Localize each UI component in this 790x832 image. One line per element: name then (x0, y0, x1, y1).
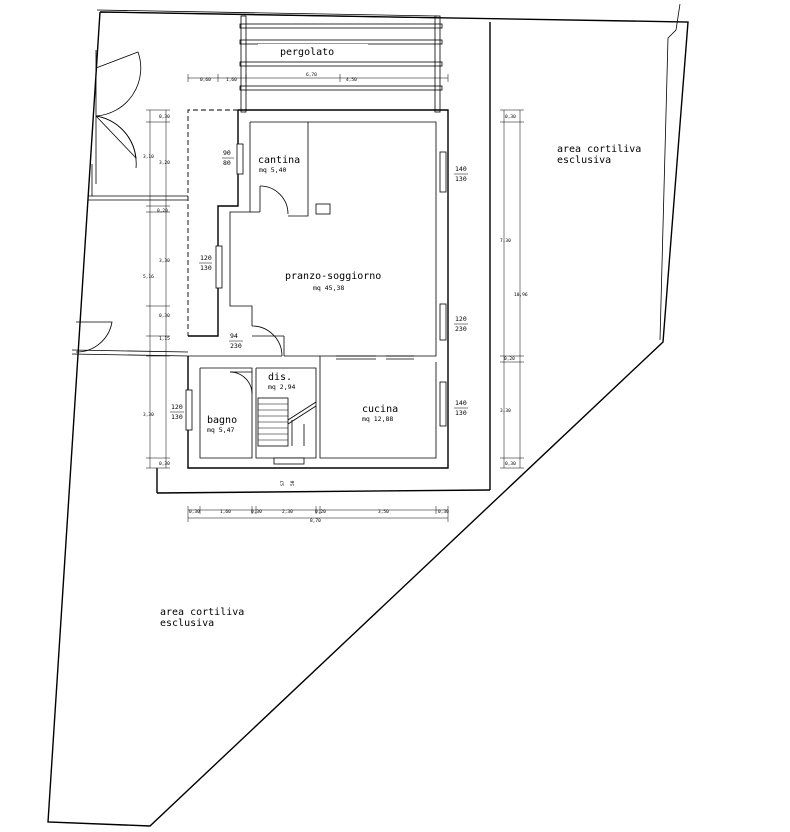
win-6-w: 140 (455, 399, 467, 407)
pergola: pergolato (239, 15, 443, 113)
dim-left-1: 0,30 (159, 114, 170, 120)
win-1-w: 90 (223, 149, 231, 157)
room-dis-area: mq 2,94 (268, 383, 295, 391)
lot-boundary (47, 3, 689, 827)
opening-labels: 90 80 140 130 120 130 120 230 94 230 120… (170, 149, 468, 486)
dim-right-2: 7,30 (500, 238, 511, 244)
win-3-h: 130 (200, 264, 212, 272)
dim-left-6: 5,16 (143, 274, 154, 280)
dim-bottom-7: 0,30 (438, 509, 449, 515)
dim-left-4: 0,20 (157, 208, 168, 214)
room-cantina-area: mq 5,40 (259, 166, 286, 174)
win-5-h: 130 (171, 413, 183, 421)
dim-left-2: 3,10 (143, 154, 154, 160)
courtyard-top-line-2: esclusiva (557, 155, 611, 166)
dim-bottom-2: 1,60 (220, 509, 231, 515)
room-bagno-area: mq 5,47 (207, 426, 234, 434)
courtyard-labels: area cortiliva esclusiva area cortiliva … (160, 144, 641, 629)
room-pranzo-area: mq 45,38 (313, 284, 344, 292)
win-5-w: 120 (171, 403, 183, 411)
room-cantina-name: cantina (258, 155, 300, 166)
dim-right-1: 0,30 (505, 114, 516, 120)
dim-bottom-6: 3,50 (378, 509, 389, 515)
courtyard-bottom-line-1: area cortiliva (160, 607, 244, 618)
doors (229, 185, 289, 395)
dim-left-9: 3,30 (143, 412, 154, 418)
stairs (257, 397, 317, 447)
dim-bottom-total: 8,70 (310, 518, 321, 524)
dim-left-7: 0,30 (159, 313, 170, 319)
dim-bottom-4: 2,30 (282, 509, 293, 515)
house-walls (187, 109, 449, 469)
win-3-w: 120 (200, 254, 212, 262)
dim-chain-left: 0,30 3,10 3,20 0,20 3,30 5,16 0,30 1,15 … (143, 109, 170, 469)
win-4-h: 230 (455, 325, 467, 333)
room-bagno-name: bagno (207, 415, 237, 426)
dim-bottom-3: 0,30 (251, 509, 262, 515)
dim-right-3: 10,96 (514, 292, 528, 298)
gate-arcs (75, 50, 142, 353)
dim-top-1: 0,60 (200, 77, 211, 83)
windows (185, 143, 447, 465)
pergola-label: pergolato (280, 47, 334, 58)
dim-top-4: 4,50 (346, 77, 357, 83)
room-dis-name: dis. (268, 372, 292, 383)
win-7-h: S7 (280, 480, 286, 486)
dim-chain-bottom: 0,30 1,60 0,30 2,30 0,20 3,50 0,30 8,70 (187, 506, 449, 524)
win-1-h: 80 (223, 159, 231, 167)
courtyard-bottom-line-2: esclusiva (160, 618, 214, 629)
room-pranzo-name: pranzo-soggiorno (285, 271, 381, 282)
courtyard-top-line-1: area cortiliva (557, 144, 641, 155)
win-6-h: 130 (455, 409, 467, 417)
dim-left-8: 1,15 (159, 336, 170, 342)
dim-left-10: 0,30 (159, 461, 170, 467)
door-1-h: 230 (230, 342, 242, 350)
room-labels: cantina mq 5,40 pranzo-soggiorno mq 45,3… (207, 155, 398, 434)
win-2-h: 130 (455, 175, 467, 183)
dim-bottom-5: 0,20 (315, 509, 326, 515)
dim-right-4: 0,20 (504, 356, 515, 362)
dim-right-5: 3,30 (500, 408, 511, 414)
dim-chain-top: 0,60 1,60 6,70 4,50 (187, 72, 449, 83)
door-1-w: 94 (230, 332, 238, 340)
win-2-w: 140 (455, 165, 467, 173)
dim-top-2: 1,60 (226, 77, 237, 83)
dim-chain-right: 0,30 7,30 10,96 0,20 3,30 0,30 (500, 109, 528, 469)
dim-top-3: 6,70 (306, 72, 317, 78)
dim-left-5: 3,30 (159, 258, 170, 264)
win-7-w: 50 (290, 480, 296, 486)
dim-left-3: 3,20 (159, 160, 170, 166)
room-cucina-area: mq 12,88 (362, 415, 393, 423)
dim-right-6: 0,30 (505, 461, 516, 467)
dim-bottom-1: 0,30 (189, 509, 200, 515)
room-cucina-name: cucina (362, 404, 398, 415)
win-4-w: 120 (455, 315, 467, 323)
courtyard-walls (71, 22, 491, 494)
